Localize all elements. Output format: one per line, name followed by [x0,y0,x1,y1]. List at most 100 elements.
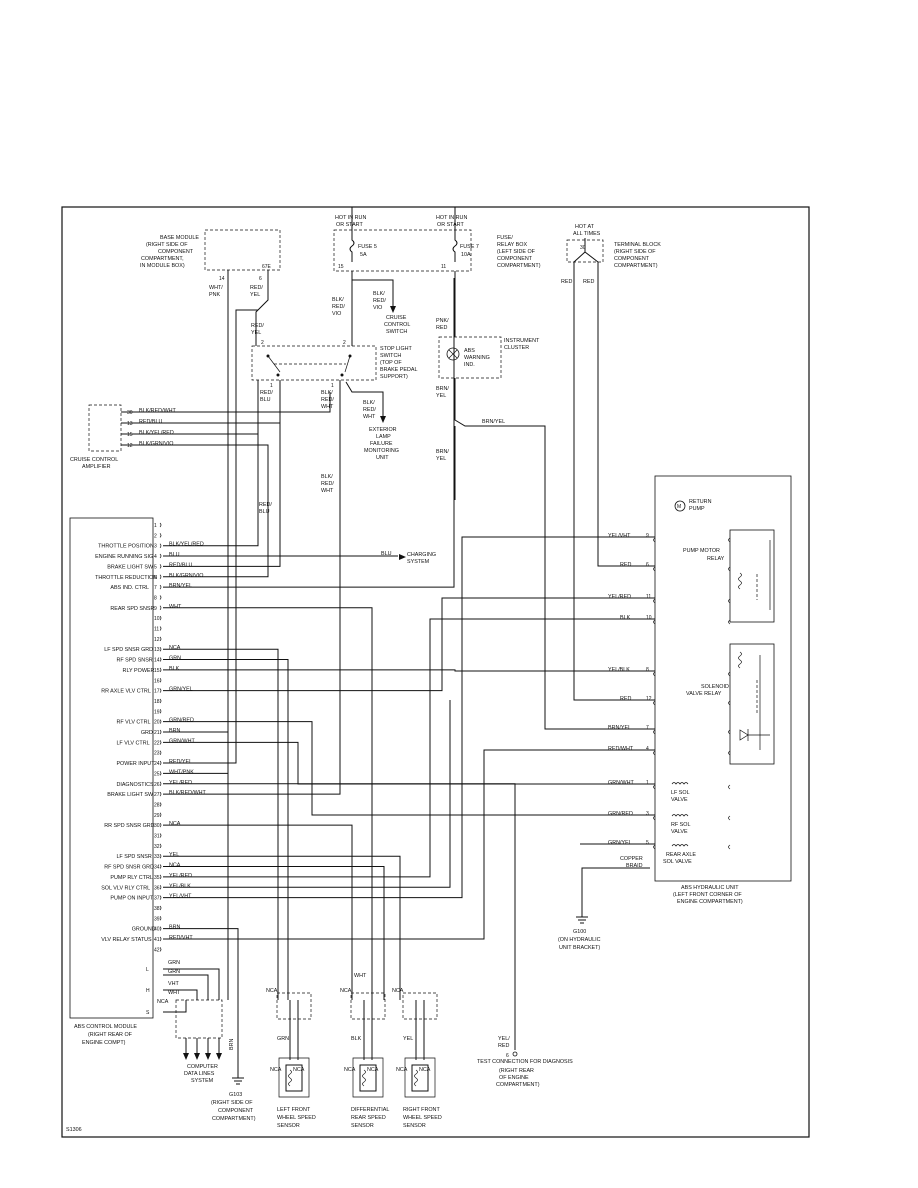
module-pin-32: 32 [154,844,160,850]
abs-hydraulic-unit: ABS HYDRAULIC UNIT (LEFT FRONT CORNER OF… [608,475,792,905]
svg-text:FAILURE: FAILURE [370,441,393,447]
amp-pin-30: 30 [127,410,133,416]
module-pin-label: RLY POWER [123,668,155,674]
svg-text:COMPARTMENT): COMPARTMENT) [497,263,541,269]
ground-g103: G103 (RIGHT SIDE OF COMPONENT COMPARTMEN… [211,1018,256,1122]
module-pin-3: 3 [154,544,157,550]
svg-text:M: M [677,504,681,510]
svg-text:BLU: BLU [381,551,392,557]
module-pin-34: 34 [154,865,160,871]
svg-text:BRN/YEL: BRN/YEL [482,419,505,425]
svg-text:DIFFERENTIAL: DIFFERENTIAL [351,1107,389,1113]
svg-text:VALVE RELAY: VALVE RELAY [686,691,722,697]
amp-pin-wire: BLK/RED/WHT [139,408,177,414]
svg-text:NCA: NCA [340,988,352,994]
svg-text:BRN/: BRN/ [436,386,449,392]
svg-text:PNK: PNK [209,292,220,298]
svg-text:RED/: RED/ [373,298,386,304]
data-pin-wire: VHT [168,981,179,987]
svg-text:RED: RED [436,325,447,331]
module-pin-wire: NCA [169,821,181,827]
module-pin-22: 22 [154,740,160,746]
svg-text:IN MODULE BOX): IN MODULE BOX) [140,263,185,269]
svg-text:LAMP: LAMP [376,434,391,440]
module-pin-36: 36 [154,885,160,891]
svg-text:BLK/: BLK/ [321,390,333,396]
charging-system: BLU CHARGING SYSTEM [381,551,436,565]
data-pin-wire: WHT [168,990,181,996]
svg-text:(TOP OF: (TOP OF [380,360,402,366]
svg-text:RED/: RED/ [259,502,272,508]
svg-text:(RIGHT SIDE OF: (RIGHT SIDE OF [211,1100,253,1106]
svg-text:G100: G100 [573,929,586,935]
module-pin-label: PUMP RLY CTRL [110,875,153,881]
svg-text:BRAID: BRAID [626,863,643,869]
svg-text:CRUISE CONTROL: CRUISE CONTROL [70,457,118,463]
module-pin-8: 8 [154,595,157,601]
svg-text:WHT: WHT [363,414,376,420]
svg-text:SENSOR: SENSOR [351,1123,374,1129]
svg-text:67E: 67E [262,264,272,270]
svg-text:NCA: NCA [392,988,404,994]
svg-text:RED/: RED/ [250,285,263,291]
hyd-pin-wire: YEL/BLK [608,667,630,673]
svg-text:ALL TIMES: ALL TIMES [573,231,601,237]
svg-text:ABS CONTROL MODULE: ABS CONTROL MODULE [74,1024,137,1030]
svg-text:COMPARTMENT): COMPARTMENT) [496,1082,540,1088]
module-pin-label: RR AXLE VLV CTRL [101,689,151,695]
svg-text:SENSOR: SENSOR [403,1123,426,1129]
svg-text:RED/: RED/ [260,390,273,396]
module-pin-wire: NCA [169,863,181,869]
svg-text:AMPLIFIER: AMPLIFIER [82,464,111,470]
svg-text:COMPONENT: COMPONENT [218,1108,254,1114]
svg-text:(LEFT FRONT CORNER OF: (LEFT FRONT CORNER OF [673,892,742,898]
module-pin-wire: RED/YEL [169,759,192,765]
svg-text:NCA: NCA [266,988,278,994]
svg-text:(RIGHT REAR: (RIGHT REAR [499,1068,534,1074]
svg-text:2: 2 [261,340,264,346]
svg-text:NCA: NCA [396,1067,408,1073]
module-pin-23: 23 [154,751,160,757]
svg-text:BLU: BLU [259,509,270,515]
svg-text:SENSOR: SENSOR [277,1123,300,1129]
svg-text:RF SOL: RF SOL [671,822,690,828]
module-pin-wire: GRN/WHT [169,738,195,744]
svg-text:BLK: BLK [351,1036,362,1042]
module-pin-wire: BLK/RED/WHT [169,790,207,796]
hyd-pin-5: 5 [646,840,649,846]
svg-text:RED: RED [583,279,594,285]
module-pin-label: RF SPD SNSR GRD [104,865,154,871]
svg-text:COMPARTMENT): COMPARTMENT) [614,263,658,269]
hyd-pin-wire: GRN/YEL [608,840,632,846]
svg-text:COMPONENT: COMPONENT [614,256,650,262]
svg-text:RED/: RED/ [321,481,334,487]
module-pin-label: ENGINE RUNNING SIG [95,554,153,560]
svg-text:ABS HYDRAULIC UNIT: ABS HYDRAULIC UNIT [681,885,739,891]
hyd-pin-12: 12 [646,696,652,702]
module-pin-25: 25 [154,771,160,777]
module-pin-wire: YEL/BLK [169,883,191,889]
hyd-pin-wire: GRN/RED [608,811,633,817]
svg-text:15: 15 [338,264,344,270]
svg-text:WHT: WHT [321,488,334,494]
test-connection: 6 YEL/ RED TEST CONNECTION FOR DIAGNOSIS… [477,786,573,1088]
module-pin-12: 12 [154,637,160,643]
computer-data-lines: COMPUTER DATA LINES SYSTEM [175,999,223,1084]
hyd-pin-wire: YEL/RED [608,594,631,600]
hyd-pin-1: 1 [646,780,649,786]
svg-text:FUSE 5: FUSE 5 [358,244,377,250]
module-pin-2: 2 [154,533,157,539]
svg-text:1: 1 [331,383,334,389]
base-module: BASE MODULE (RIGHT SIDE OF COMPONENT COM… [140,229,281,298]
svg-text:BLK/: BLK/ [373,291,385,297]
svg-text:UNIT BRACKET): UNIT BRACKET) [559,945,600,951]
svg-text:COMPARTMENT): COMPARTMENT) [212,1116,256,1122]
svg-text:CONTROL: CONTROL [384,322,410,328]
amp-pin-wire: BLK/YEL/RED [139,430,174,436]
svg-text:YEL: YEL [436,393,446,399]
svg-text:(RIGHT SIDE OF: (RIGHT SIDE OF [146,242,188,248]
module-pin-13: 13 [154,647,160,653]
module-pin-1: 1 [154,523,157,529]
module-pin-15: 15 [154,668,160,674]
